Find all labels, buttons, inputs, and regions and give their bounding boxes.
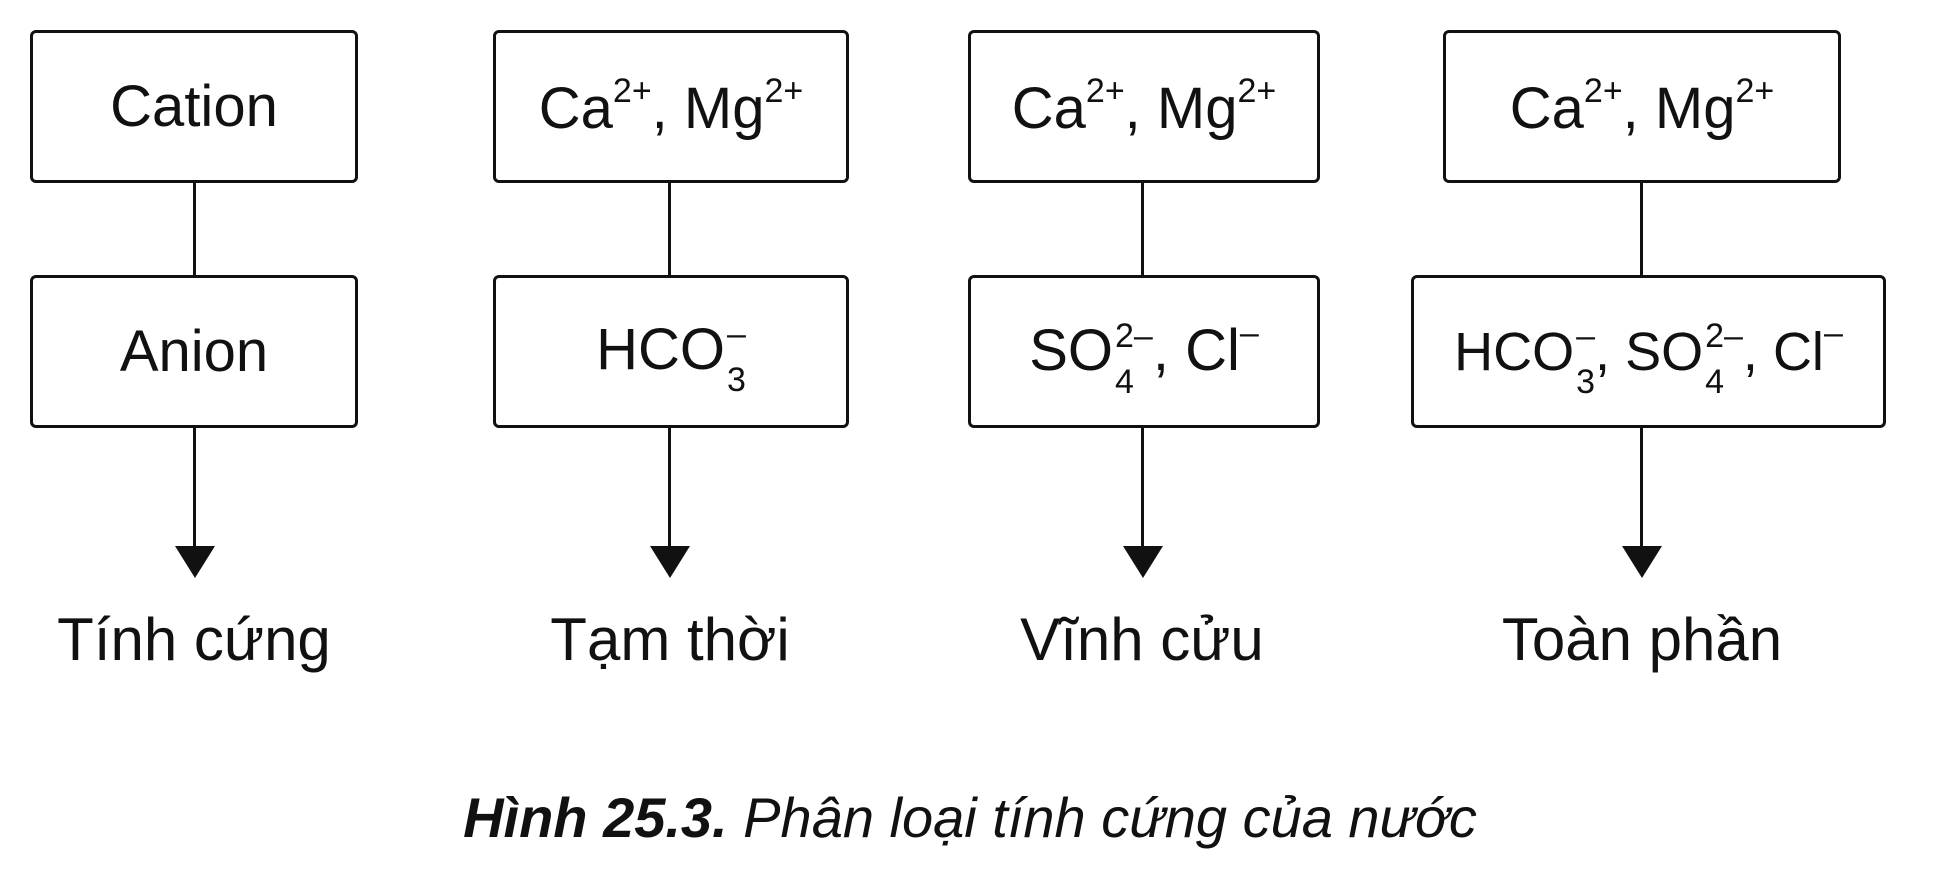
- connector-line-4: [1640, 183, 1643, 275]
- hardness-label: Tính cứng: [57, 606, 331, 673]
- arrow-head-1: [175, 546, 215, 578]
- arrow-shaft-4: [1640, 428, 1643, 546]
- cation-header-box: Cation: [30, 30, 358, 183]
- arrow-shaft-1: [193, 428, 196, 546]
- arrow-head-3: [1123, 546, 1163, 578]
- permanent-hardness-label: Vĩnh cửu: [1020, 606, 1264, 673]
- cation-formula-total: Ca2+, Mg2+: [1509, 71, 1775, 141]
- anion-header-box: Anion: [30, 275, 358, 428]
- connector-line-3: [1141, 183, 1144, 275]
- figure-number: Hình 25.3.: [463, 786, 728, 849]
- connector-line-2: [668, 183, 671, 275]
- temporary-hardness-label: Tạm thời: [550, 606, 790, 673]
- cation-header-text: Cation: [110, 74, 278, 139]
- figure-caption: Hình 25.3. Phân loại tính cứng của nước: [0, 785, 1940, 850]
- anion-box-temporary: HCO–3: [493, 275, 849, 428]
- figure-caption-text: Phân loại tính cứng của nước: [727, 786, 1477, 849]
- arrow-shaft-3: [1141, 428, 1144, 546]
- cation-box-temporary: Ca2+, Mg2+: [493, 30, 849, 183]
- anion-formula-temporary: HCO–3: [596, 315, 746, 400]
- cation-formula-temporary: Ca2+, Mg2+: [538, 71, 804, 141]
- cation-formula-permanent: Ca2+, Mg2+: [1011, 71, 1277, 141]
- connector-line-1: [193, 183, 196, 275]
- cation-box-permanent: Ca2+, Mg2+: [968, 30, 1320, 183]
- anion-header-text: Anion: [119, 319, 269, 384]
- arrow-head-4: [1622, 546, 1662, 578]
- total-hardness-label: Toàn phần: [1501, 606, 1783, 673]
- arrow-head-2: [650, 546, 690, 578]
- arrow-shaft-2: [668, 428, 671, 546]
- cation-box-total: Ca2+, Mg2+: [1443, 30, 1841, 183]
